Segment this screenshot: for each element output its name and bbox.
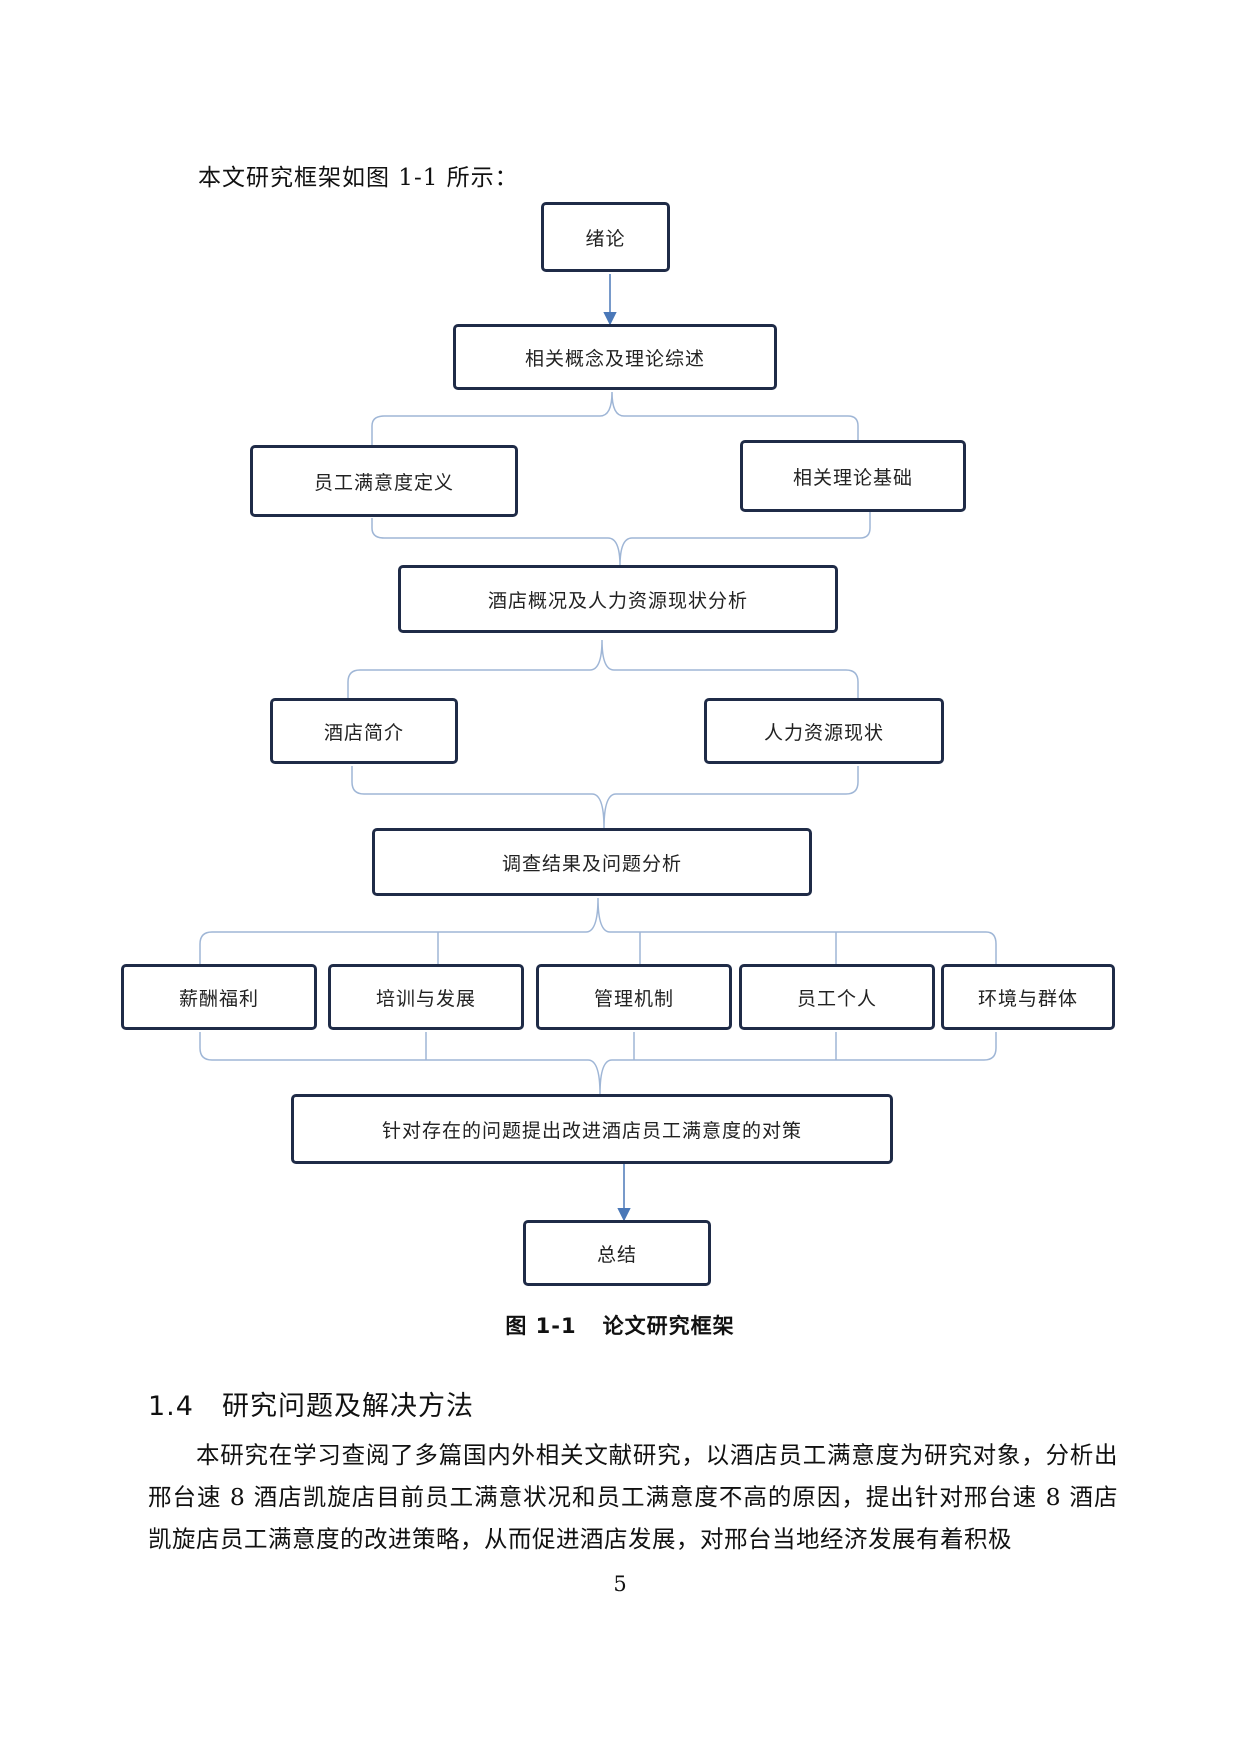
brace-split-1 <box>371 391 859 446</box>
node-training: 培训与发展 <box>328 964 524 1030</box>
node-hr-status: 人力资源现状 <box>704 698 944 764</box>
section-heading: 1.4 研究问题及解决方法 <box>148 1384 474 1423</box>
node-countermeasures: 针对存在的问题提出改进酒店员工满意度的对策 <box>291 1094 893 1164</box>
node-introduction: 绪论 <box>541 202 670 272</box>
page-number: 5 <box>613 1572 627 1596</box>
figure-caption: 图 1-1 论文研究框架 <box>0 1310 1240 1340</box>
figure-number: 图 1-1 <box>505 1314 577 1338</box>
node-survey-analysis: 调查结果及问题分析 <box>372 828 812 896</box>
flowchart-connectors <box>199 274 997 1222</box>
intro-sentence: 本文研究框架如图 1-1 所示： <box>198 165 519 191</box>
brace-merge-3 <box>199 1032 997 1095</box>
node-environment: 环境与群体 <box>941 964 1115 1030</box>
node-concepts-review: 相关概念及理论综述 <box>453 324 777 390</box>
body-paragraph: 本研究在学习查阅了多篇国内外相关文献研究，以酒店员工满意度为研究对象，分析出邢台… <box>148 1441 1118 1553</box>
brace-merge-2 <box>351 766 859 829</box>
node-compensation: 薪酬福利 <box>121 964 317 1030</box>
node-employee: 员工个人 <box>739 964 935 1030</box>
node-satisfaction-definition: 员工满意度定义 <box>250 445 518 517</box>
node-management: 管理机制 <box>536 964 732 1030</box>
brace-split-3 <box>199 897 997 964</box>
brace-merge-1 <box>371 512 871 567</box>
section-number: 1.4 <box>148 1391 194 1422</box>
brace-split-2 <box>347 639 859 700</box>
node-theory-basis: 相关理论基础 <box>740 440 966 512</box>
node-hotel-intro: 酒店简介 <box>270 698 458 764</box>
node-summary: 总结 <box>523 1220 711 1286</box>
node-hotel-overview: 酒店概况及人力资源现状分析 <box>398 565 838 633</box>
figure-title: 论文研究框架 <box>602 1314 735 1338</box>
section-title: 研究问题及解决方法 <box>222 1391 474 1422</box>
